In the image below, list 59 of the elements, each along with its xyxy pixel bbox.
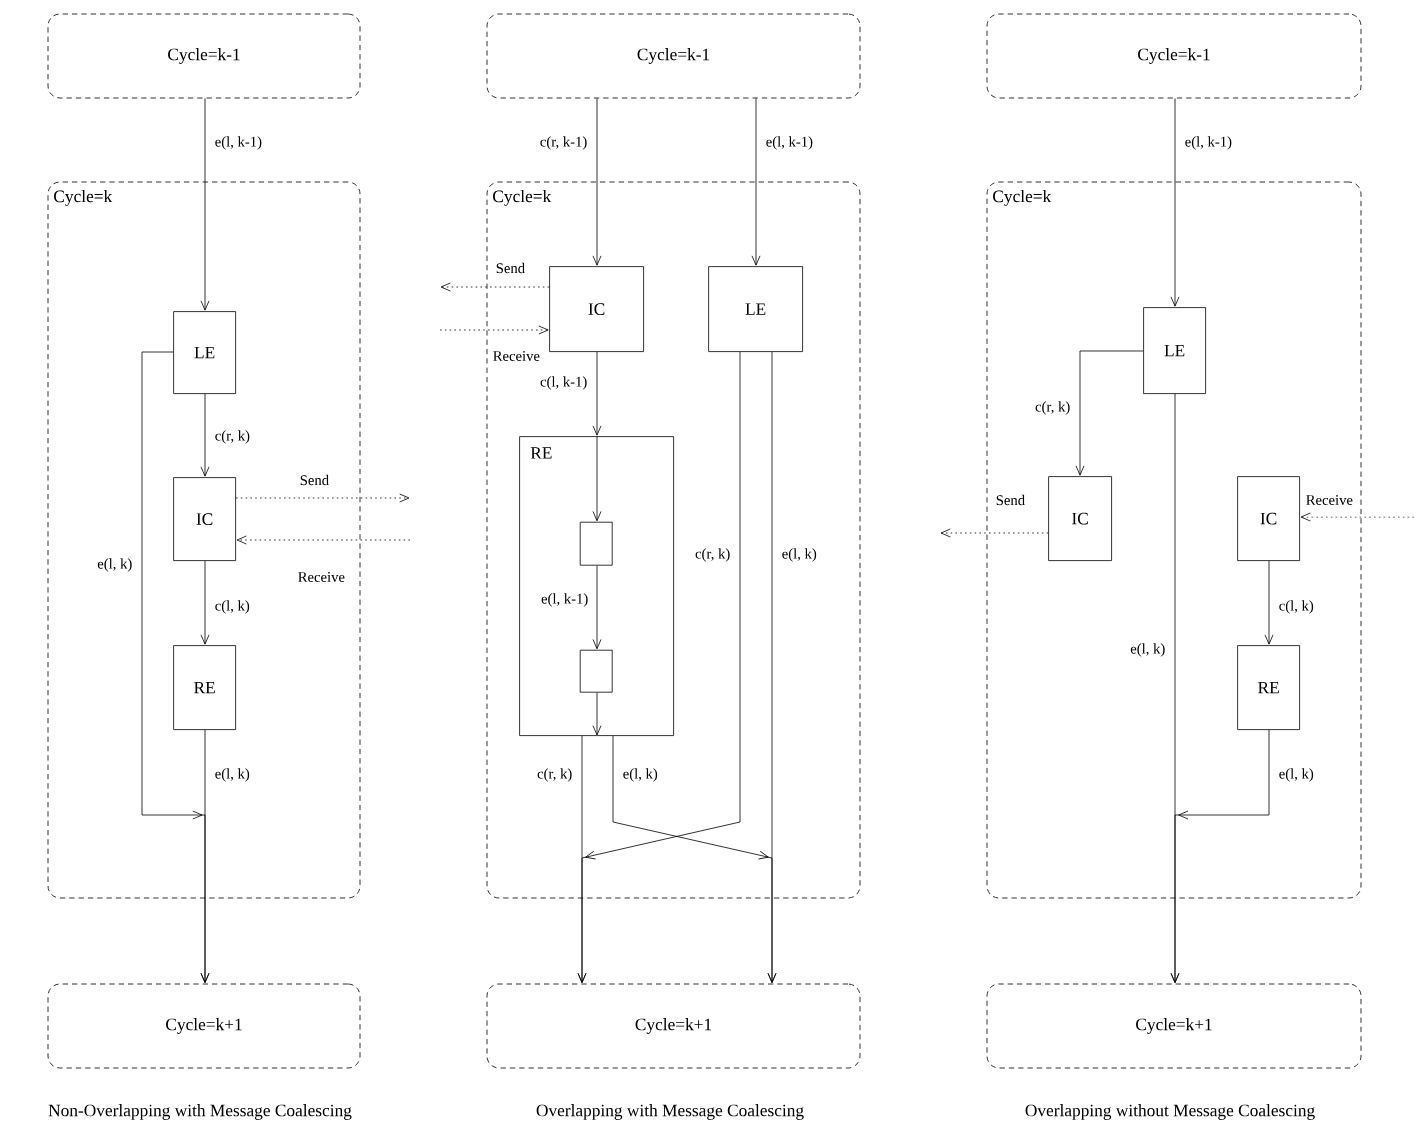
stage-box: Cycle=k+1: [486, 983, 861, 1069]
arrow: [592, 98, 602, 266]
arrow: [767, 351, 777, 983]
edge-label: c(r, k): [693, 547, 732, 563]
process-box: LE: [173, 311, 236, 394]
message-arrow: [440, 282, 550, 292]
arrow: [1170, 729, 1270, 983]
edge-label: e(l, k-1): [1183, 135, 1234, 151]
edge-label: e(l, k): [1128, 642, 1167, 658]
process-box: RE: [1237, 645, 1300, 730]
panel-caption: Overlapping with Message Coalescing: [536, 1104, 804, 1120]
process-box: IC: [173, 477, 236, 561]
panel-caption: Overlapping without Message Coalescing: [1025, 1104, 1315, 1120]
process-box: IC: [1237, 476, 1300, 561]
process-box: IC: [549, 266, 644, 352]
empty-box: [579, 521, 613, 566]
stage-box: Cycle=k-1: [486, 13, 861, 99]
message-arrow: [235, 493, 410, 503]
arrow: [200, 560, 210, 645]
arrow: [592, 351, 602, 436]
stage-box: Cycle=k+1: [47, 983, 361, 1069]
arrow: [592, 435, 602, 522]
process-box: IC: [1048, 476, 1112, 561]
edge-label: e(l, k): [621, 767, 660, 783]
edge-label: c(r, k): [213, 429, 252, 445]
message-arrow: [940, 528, 1049, 538]
edge-label: e(l, k): [780, 547, 819, 563]
arrow: [200, 393, 210, 477]
message-arrow: [236, 535, 411, 545]
edge-label: e(l, k): [213, 767, 252, 783]
arrow: [1170, 98, 1180, 307]
panel-caption: Non-Overlapping with Message Coalescing: [48, 1104, 352, 1120]
stage-box: Cycle=k+1: [986, 983, 1362, 1069]
arrow: [577, 351, 741, 983]
edge-label: c(l, k-1): [538, 375, 589, 391]
message-arrow: [439, 325, 549, 335]
edge-label: e(l, k): [95, 557, 134, 573]
edge-label: c(l, k): [213, 599, 252, 615]
arrow: [1075, 350, 1144, 476]
arrow: [751, 98, 761, 266]
stage-box: Cycle=k-1: [47, 13, 361, 99]
edge-label: c(l, k): [1277, 599, 1316, 615]
process-box: RE: [173, 645, 236, 730]
stage-box: Cycle=k-1: [986, 13, 1362, 99]
edge-label: e(l, k-1): [213, 135, 264, 151]
empty-box: [579, 649, 613, 693]
edge-label: e(l, k-1): [539, 592, 590, 608]
process-box: LE: [708, 266, 803, 352]
edge-label: e(l, k): [1277, 767, 1316, 783]
process-box: LE: [1143, 307, 1206, 394]
arrow: [592, 692, 602, 736]
arrow: [200, 729, 210, 983]
edge-label: e(l, k-1): [764, 135, 815, 151]
edge-label: c(r, k): [1033, 400, 1072, 416]
arrow: [1264, 560, 1274, 645]
arrow: [200, 98, 210, 311]
edge-label: c(r, k): [535, 767, 574, 783]
edge-label: c(r, k-1): [538, 135, 589, 151]
arrow: [592, 565, 602, 650]
